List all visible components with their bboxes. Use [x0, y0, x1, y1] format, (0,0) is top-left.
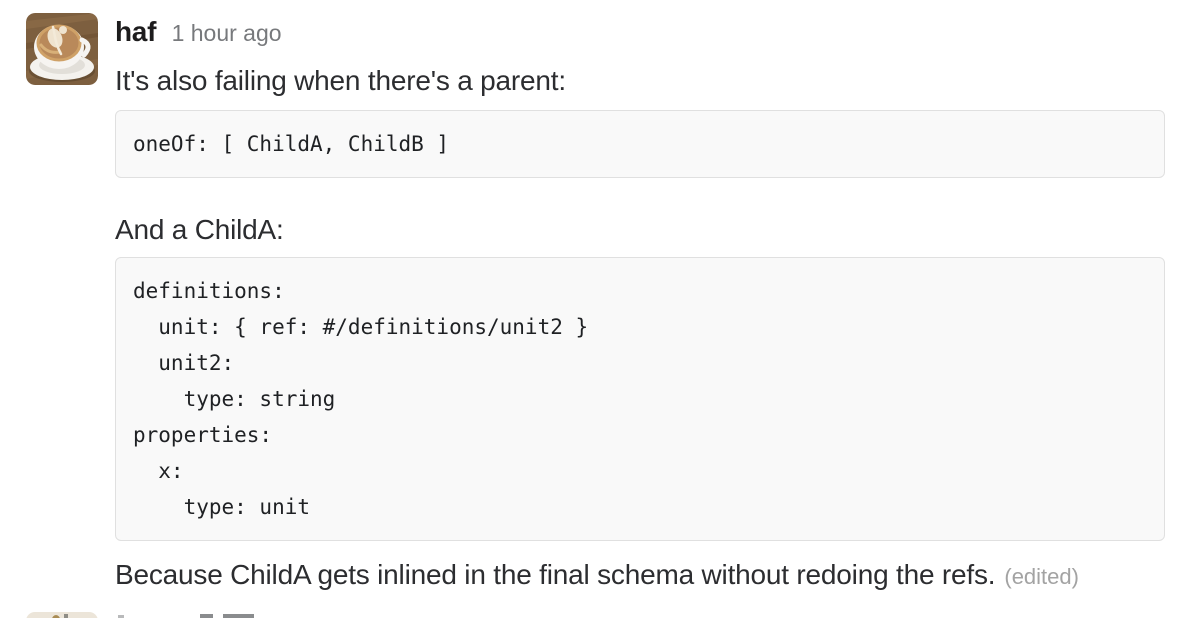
code-block-oneof: oneOf: [ ChildA, ChildB ] [115, 110, 1165, 178]
next-message-text-fragment [223, 614, 254, 618]
message-paragraph-1: It's also failing when there's a parent: [115, 65, 566, 96]
edited-badge: (edited) [1004, 564, 1079, 589]
username[interactable]: haf [115, 16, 157, 47]
user-avatar[interactable] [26, 13, 98, 85]
message: haf 1 hour ago It's also failing when th… [26, 13, 1165, 598]
message-paragraph-3: Because ChildA gets inlined in the final… [115, 554, 1165, 598]
message-content: haf 1 hour ago It's also failing when th… [115, 13, 1165, 598]
next-message-cutoff [0, 610, 1186, 618]
avatar-fragment-detail [52, 615, 60, 618]
next-message-avatar-partial[interactable] [26, 612, 98, 618]
code-block-childa-yaml: definitions: unit: { ref: #/definitions/… [115, 257, 1165, 541]
latte-art-coffee-avatar-image [26, 13, 98, 85]
message-paragraph-2: And a ChildA: [115, 214, 284, 245]
timestamp[interactable]: 1 hour ago [171, 20, 282, 46]
message-header: haf 1 hour ago [115, 15, 1165, 53]
avatar-fragment-detail [64, 614, 68, 618]
paragraph-3-text: Because ChildA gets inlined in the final… [115, 559, 996, 590]
next-message-text-fragment [118, 615, 124, 618]
next-message-text-fragment [200, 614, 213, 618]
